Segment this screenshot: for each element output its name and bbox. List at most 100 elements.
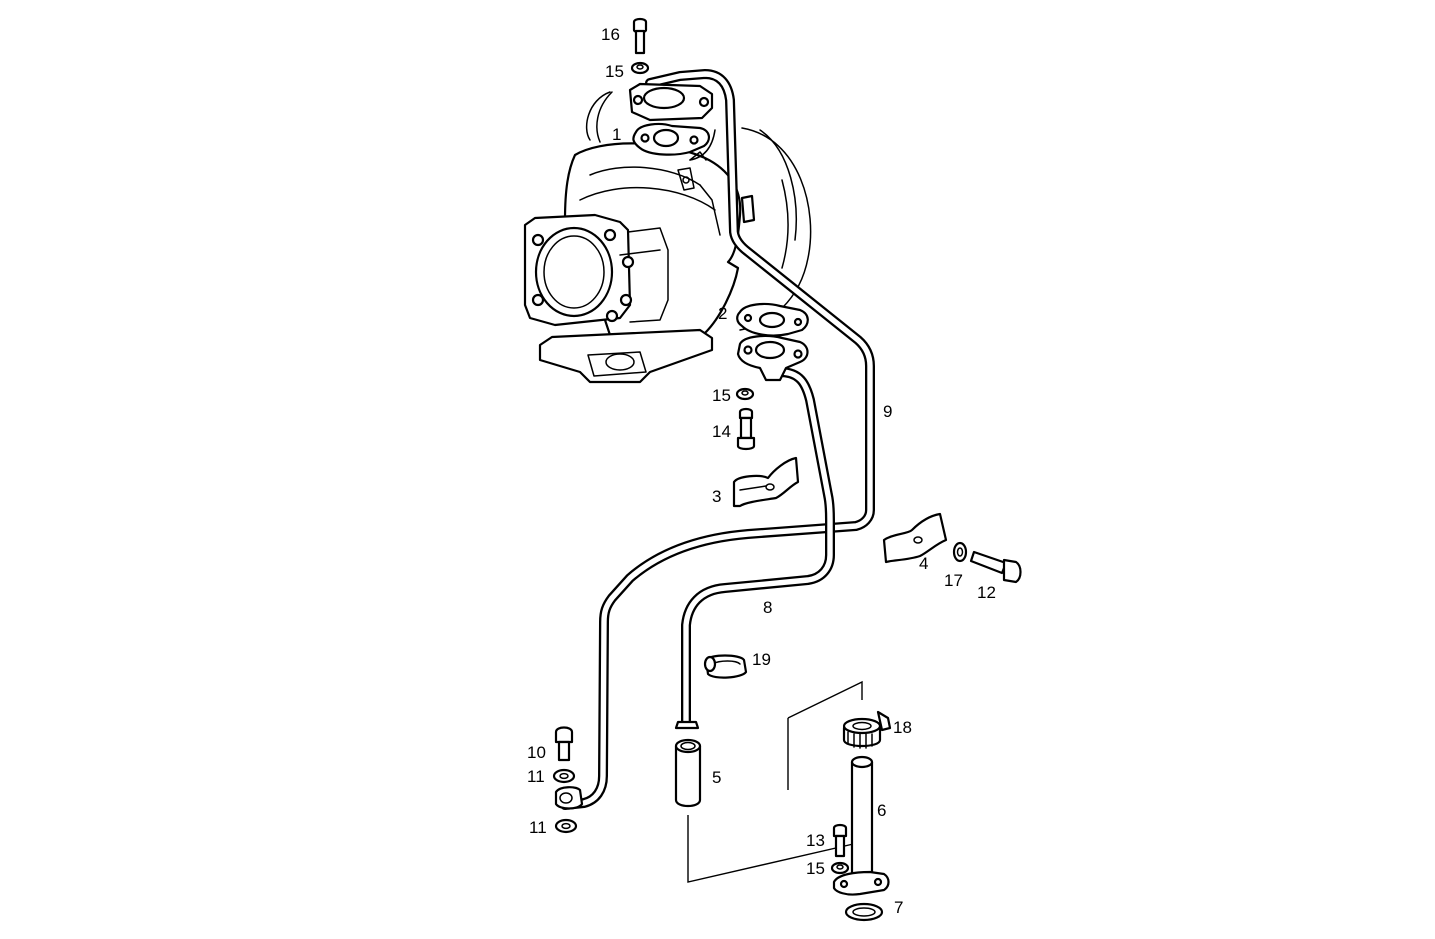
feed-gasket-hole-2 [689,135,699,145]
clamp-3-hole [765,483,775,491]
washer-15-top [630,61,650,75]
sleeve-5-bore [680,741,696,751]
part-5-sleeve [674,738,702,808]
label-3: 3 [712,487,721,506]
label-17: 17 [944,571,963,590]
standpipe-6-flange-hole-1 [839,879,849,889]
label-16: 16 [601,25,620,44]
turbo-bridge-line [619,249,661,256]
turbo-inlet-bore-inner [543,235,605,309]
bridge-hole-2 [619,293,633,307]
turbo-top-boss [677,167,695,191]
seal-7-outer [844,902,884,922]
washer-15-middle-hole [741,390,749,396]
turbo-base-port-bore [605,353,635,371]
bolt-14-top [738,407,754,420]
turbo-inlet-bore [534,226,614,318]
label-6: 6 [877,801,886,820]
part-18-nut [842,710,892,749]
return-gasket-hole-1 [743,313,753,323]
label-14: 14 [712,422,731,441]
nut-18-lug [876,710,892,732]
clip-19-end [703,655,717,673]
washer-11-lower [554,818,578,834]
pipe-8-end [674,720,700,730]
label-18: 18 [893,718,912,737]
washer-15-top-hole [636,64,644,70]
return-flange-bore [754,340,786,360]
flange-hole-3 [531,293,545,307]
standpipe-6-flange [832,870,890,896]
bolt-10-shank [557,740,571,762]
assembly-guide-lower [687,815,863,883]
part-19-clip [703,654,748,679]
label-19: 19 [752,650,771,669]
turbo-base-port [587,351,647,377]
sleeve-5-top [674,738,702,754]
washer-11-upper [552,768,576,784]
bolt-14-shank [739,416,753,440]
turbo-scroll-2 [579,186,716,211]
return-gasket-bore [758,311,786,329]
return-gasket-hole-2 [793,317,803,327]
bolt-12-head [1002,558,1022,584]
washer-15-middle [735,387,755,401]
bolt-12-shank [969,550,1008,575]
washer-17-hole [956,547,964,557]
clamp-3-body [732,456,800,508]
standpipe-6-tube [850,760,874,882]
label-13: 13 [806,831,825,850]
part-4-clamp [882,512,948,564]
bolt-13-head [832,823,848,838]
turbo-base-flange [538,328,714,384]
return-flange-hole-1 [743,345,753,355]
pipe-9 [560,69,875,810]
turbo-scroll-3 [699,184,721,236]
standpipe-6-flange-hole-2 [873,877,883,887]
turbo-top-arc-right [689,129,716,161]
washer-15-bottom-hole [836,864,844,870]
part-15-washer-top [630,61,650,75]
label-8: 8 [763,598,772,617]
label-4: 4 [919,554,928,573]
part-12-bolt [969,550,1022,584]
part-6-standpipe [832,755,890,896]
turbocharger [523,91,812,384]
washer-17 [952,541,968,563]
banjo-body [554,786,584,810]
turbo-rear-disc-inner [759,129,797,241]
part-15-washer-middle [735,387,755,401]
turbo-top-boss-hole [682,176,690,184]
feed-flange-hole-1 [632,94,644,106]
bolt-10-head [554,726,574,744]
part-2-return-flange [736,302,809,382]
bridge-hole-1 [621,255,635,269]
flange-hole-2 [603,228,617,242]
label-1: 1 [612,125,621,144]
washer-11-lower-hole [561,822,571,830]
label-12: 12 [977,583,996,602]
seal-7-inner [852,907,876,917]
washer-11-upper-hole [559,772,569,780]
label-11-lower: 11 [529,818,547,837]
sleeve-5-body [674,744,702,808]
washer-15-bottom [830,861,850,875]
bolt-13-shank [834,834,846,858]
part-7-seal-ring [844,902,884,922]
label-5: 5 [712,768,721,787]
part-17-washer [952,541,968,563]
nut-18-bore [852,721,872,731]
label-11-upper: 11 [527,767,545,786]
banjo-fitting [554,786,584,810]
banjo-eye [559,792,573,804]
clamp-3-fold [739,485,767,491]
part-10-banjo-bolt [554,726,574,762]
part-11-washer-lower [554,818,578,834]
turbo-rear-disc-rim [781,179,789,269]
label-15-bottom: 15 [806,859,825,878]
turbo-boss [740,194,756,224]
part-11-washer-upper [552,768,576,784]
return-flange-hole-2 [793,349,803,359]
bolt-14-head [736,436,756,451]
